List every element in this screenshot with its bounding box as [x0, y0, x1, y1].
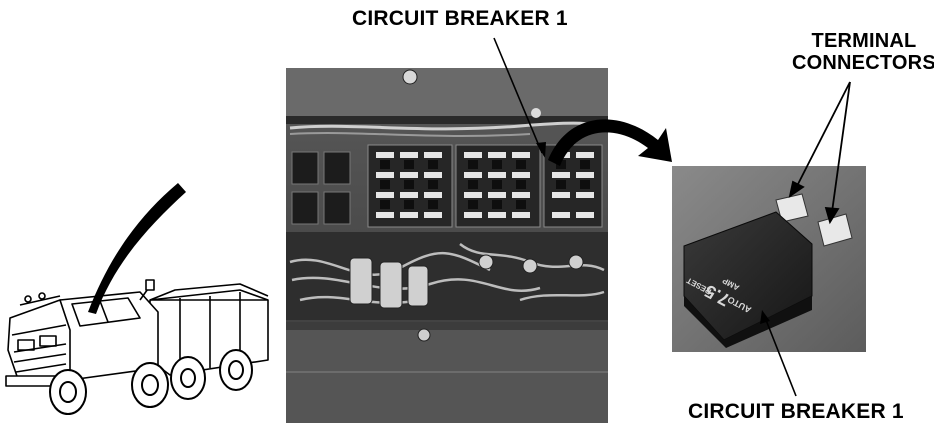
bottom-callout-label: CIRCUIT BREAKER 1 [688, 401, 904, 423]
breaker-closeup-photo: 7.5 AUTO AMP RESET [672, 166, 866, 352]
terminal-connectors-label: TERMINAL CONNECTORS [796, 30, 932, 74]
fuse-panel-photo [286, 68, 608, 423]
truck-illustration [6, 280, 268, 414]
terminal-connectors-line2: CONNECTORS [792, 52, 932, 74]
terminal-connectors-line1: TERMINAL [796, 30, 932, 52]
fuse-block-grid [368, 145, 602, 227]
top-callout-label: CIRCUIT BREAKER 1 [352, 8, 568, 30]
